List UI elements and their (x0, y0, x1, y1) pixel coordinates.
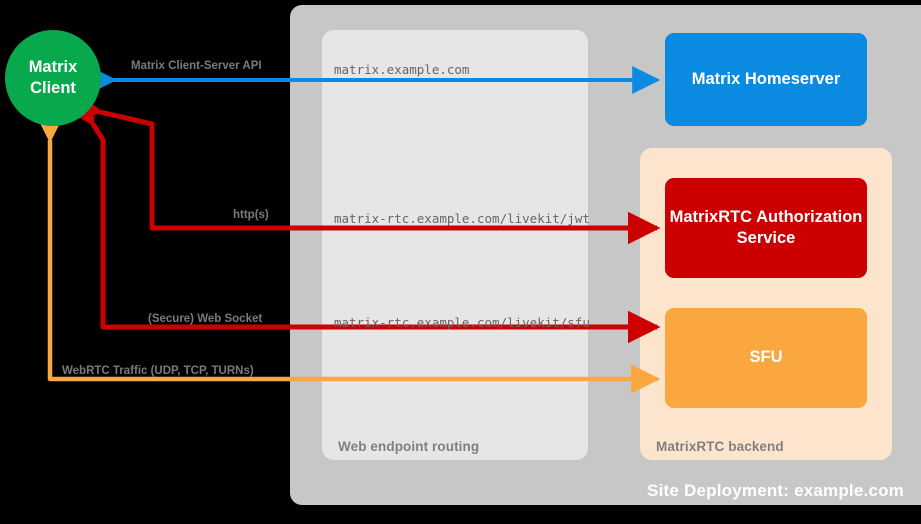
caption-web-endpoint-routing: Web endpoint routing (338, 439, 480, 454)
node-matrix-client[interactable]: Matrix Client (5, 30, 101, 126)
matrixrtc-authorization-service-label: MatrixRTC Authorization Service (669, 207, 863, 247)
edge-label-webrtc-traffic: WebRTC Traffic (UDP, TCP, TURNs) (62, 365, 254, 377)
node-matrixrtc-authorization-service[interactable]: MatrixRTC Authorization Service (665, 178, 867, 278)
matrix-client-label-line2: Client (30, 79, 76, 97)
edge-webrtc-traffic (35, 113, 661, 394)
matrix-homeserver-label: Matrix Homeserver (691, 69, 841, 88)
endpoint-matrix-example-com: matrix.example.com (334, 62, 470, 77)
edge-label-matrix-client-server-api: Matrix Client-Server API (131, 60, 262, 72)
sfu-label: SFU (749, 348, 783, 367)
edge-label-secure-web-socket: (Secure) Web Socket (148, 313, 263, 325)
node-matrix-homeserver[interactable]: Matrix Homeserver (665, 33, 867, 126)
endpoint-livekit-jwt: matrix-rtc.example.com/livekit/jwt (334, 211, 590, 226)
caption-matrixrtc-backend: MatrixRTC backend (656, 439, 784, 454)
edge-label-https: http(s) (233, 209, 269, 221)
caption-site-deployment: Site Deployment: example.com (647, 481, 904, 500)
node-sfu[interactable]: SFU (665, 308, 867, 408)
matrix-client-label-line1: Matrix (28, 58, 78, 77)
endpoint-livekit-sfu: matrix-rtc.example.com/livekit/sfu (334, 315, 590, 330)
